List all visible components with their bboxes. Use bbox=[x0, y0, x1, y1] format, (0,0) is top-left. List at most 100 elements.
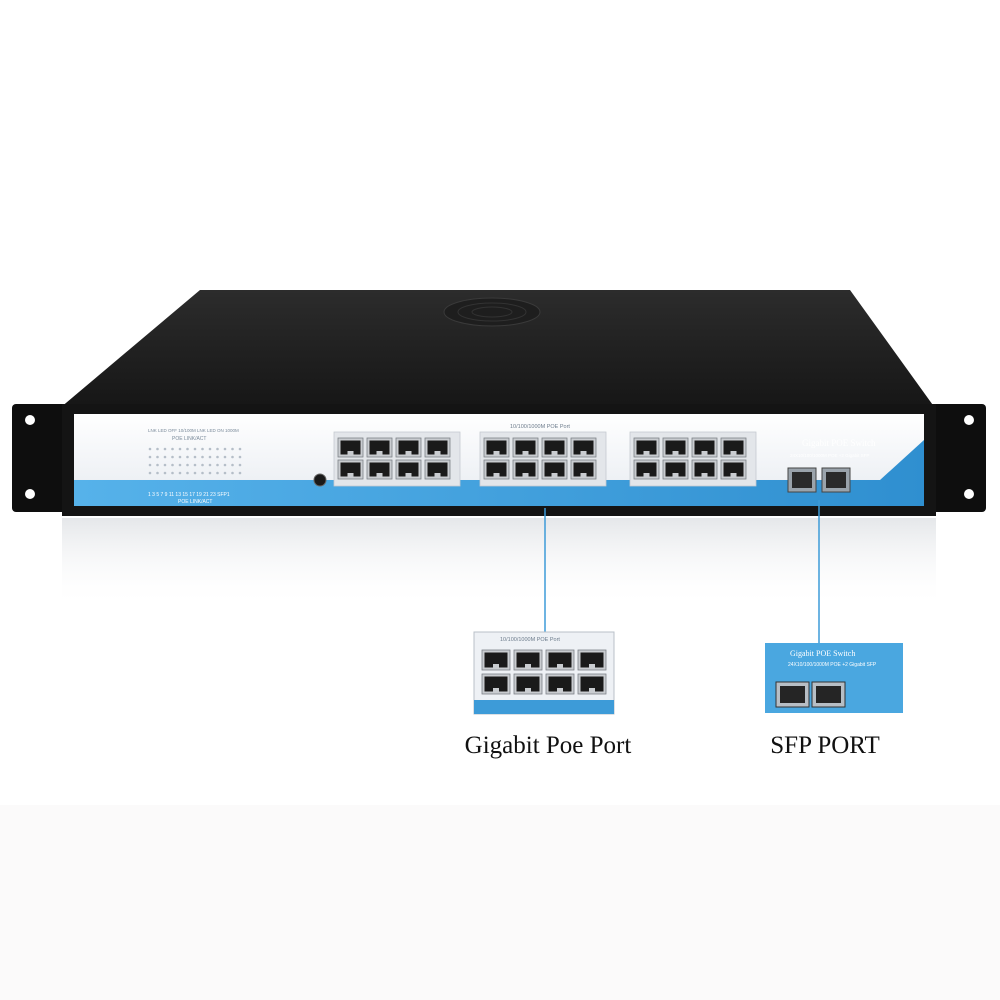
rj45-port[interactable] bbox=[483, 437, 510, 458]
port-hole bbox=[486, 462, 507, 477]
port-hole bbox=[516, 676, 540, 692]
led-dot bbox=[186, 471, 189, 475]
led-dot bbox=[163, 463, 167, 467]
led-dot bbox=[193, 471, 197, 475]
led-dot bbox=[231, 455, 234, 459]
rj45-port[interactable] bbox=[395, 459, 422, 480]
rj45-port[interactable] bbox=[662, 437, 689, 458]
led-legend-bottom: POE LINK/ACT bbox=[178, 499, 212, 505]
rj45-port[interactable] bbox=[541, 437, 568, 458]
rj45-port[interactable] bbox=[662, 459, 689, 480]
rj45-port[interactable] bbox=[541, 459, 568, 480]
floor-reflection bbox=[62, 518, 936, 608]
reset-button[interactable] bbox=[313, 473, 327, 487]
port-latch bbox=[493, 664, 499, 668]
port-hole bbox=[484, 652, 508, 668]
port-hole bbox=[723, 462, 744, 477]
product-description: 24X10/100/1000M POE +2 Gigabit SFP bbox=[790, 453, 869, 458]
port-hole bbox=[548, 676, 572, 692]
rj45-port[interactable] bbox=[512, 459, 539, 480]
left-rack-ear bbox=[12, 404, 70, 512]
led-dot bbox=[186, 455, 189, 459]
led-dot bbox=[148, 471, 152, 475]
rj45-port[interactable] bbox=[395, 437, 422, 458]
port-hole bbox=[427, 440, 448, 455]
rj45-port[interactable] bbox=[366, 459, 393, 480]
port-latch bbox=[589, 688, 595, 692]
port-latch bbox=[376, 451, 383, 455]
port-hole bbox=[665, 440, 686, 455]
port-hole bbox=[580, 676, 604, 692]
inset-product-description: 24X10/100/1000M POE +2 Gigabit SFP bbox=[788, 662, 877, 668]
led-dot bbox=[231, 463, 234, 467]
led-dot bbox=[163, 455, 167, 459]
led-dot bbox=[186, 447, 189, 451]
port-hole bbox=[369, 440, 390, 455]
led-dot bbox=[178, 455, 182, 459]
port-latch bbox=[643, 451, 650, 455]
sfp-port-caption: SFP PORT bbox=[770, 732, 880, 759]
rj45-port[interactable] bbox=[570, 437, 597, 458]
vent-grille-icon bbox=[443, 297, 541, 327]
right-rack-ear bbox=[928, 404, 986, 512]
port-hole bbox=[486, 440, 507, 455]
led-dot bbox=[171, 455, 174, 459]
port-hole bbox=[548, 652, 572, 668]
chassis-top bbox=[60, 290, 935, 408]
port-latch bbox=[493, 473, 500, 477]
led-dot bbox=[163, 471, 167, 475]
led-dot bbox=[201, 447, 204, 451]
rj45-port[interactable] bbox=[570, 459, 597, 480]
rj45-port[interactable] bbox=[337, 459, 364, 480]
port-latch bbox=[493, 451, 500, 455]
led-port-numbers: 1 3 5 7 9 11 13 15 17 19 21 23 SFP1 bbox=[148, 492, 230, 498]
rj45-port[interactable] bbox=[337, 437, 364, 458]
led-dot bbox=[216, 447, 219, 451]
rj45-port[interactable] bbox=[512, 437, 539, 458]
rj45-port[interactable] bbox=[366, 437, 393, 458]
led-dot bbox=[178, 447, 182, 451]
rj45-port[interactable] bbox=[691, 459, 718, 480]
rj45-port[interactable] bbox=[691, 437, 718, 458]
led-dot bbox=[231, 447, 234, 451]
port-latch bbox=[551, 473, 558, 477]
port-hole bbox=[636, 440, 657, 455]
port-hole bbox=[580, 652, 604, 668]
port-latch bbox=[525, 664, 531, 668]
port-hole bbox=[398, 440, 419, 455]
port-hole bbox=[340, 440, 361, 455]
rj45-port[interactable] bbox=[424, 437, 451, 458]
rj45-port[interactable] bbox=[424, 459, 451, 480]
rj45-port-banks bbox=[333, 431, 757, 487]
port-latch bbox=[434, 473, 441, 477]
port-hole bbox=[340, 462, 361, 477]
port-latch bbox=[405, 473, 412, 477]
led-dot bbox=[238, 471, 242, 475]
port-latch bbox=[589, 664, 595, 668]
port-hole bbox=[427, 462, 448, 477]
rj45-port[interactable] bbox=[633, 437, 660, 458]
port-latch bbox=[672, 451, 679, 455]
rj45-port[interactable] bbox=[720, 459, 747, 480]
rj45-port[interactable] bbox=[483, 459, 510, 480]
port-hole bbox=[369, 462, 390, 477]
led-dot bbox=[193, 463, 197, 467]
port-group-title: 10/100/1000M POE Port bbox=[510, 424, 570, 430]
blue-accent-stripe bbox=[74, 440, 924, 506]
led-dot bbox=[186, 463, 189, 467]
led-dot bbox=[148, 455, 152, 459]
led-dot bbox=[193, 455, 197, 459]
port-hole bbox=[694, 462, 715, 477]
port-hole bbox=[484, 676, 508, 692]
port-latch bbox=[347, 451, 354, 455]
rj45-port[interactable] bbox=[720, 437, 747, 458]
led-dot bbox=[193, 447, 197, 451]
led-dot bbox=[171, 447, 174, 451]
port-hole bbox=[573, 462, 594, 477]
port-latch bbox=[493, 688, 499, 692]
led-dot bbox=[216, 455, 219, 459]
led-dot bbox=[223, 463, 227, 467]
rj45-port[interactable] bbox=[633, 459, 660, 480]
led-dot bbox=[156, 455, 159, 459]
